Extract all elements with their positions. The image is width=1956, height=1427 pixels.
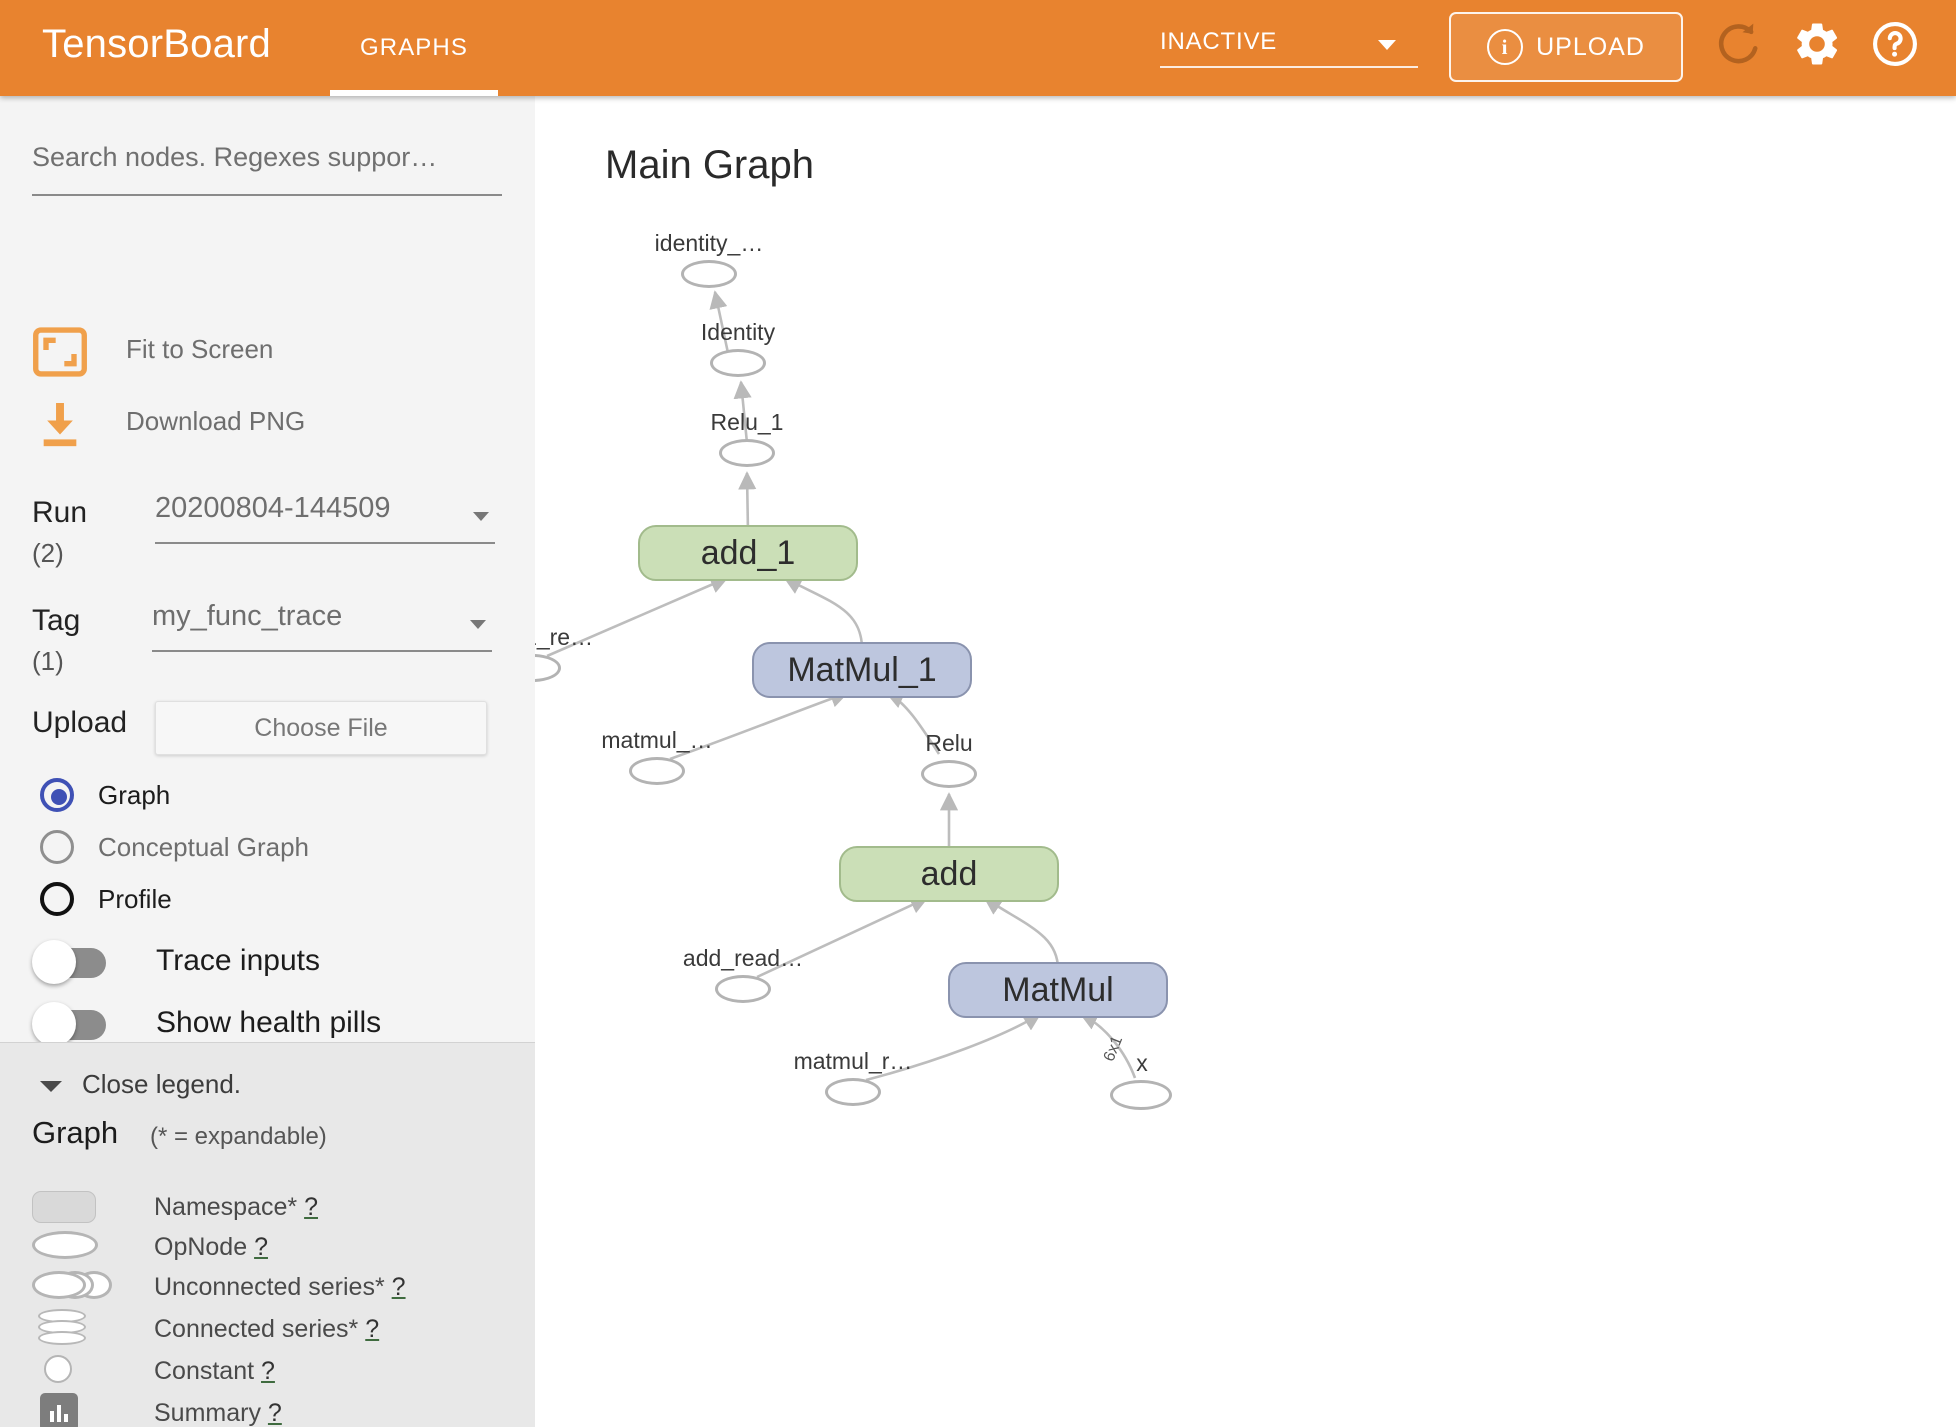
app-header: TensorBoard GRAPHS INACTIVE i UPLOAD <box>0 0 1956 96</box>
run-select[interactable]: 20200804-144509 <box>155 490 495 544</box>
toggle-trace-inputs-knob <box>32 940 76 984</box>
tag-select[interactable]: my_func_trace <box>152 598 492 652</box>
download-icon <box>43 403 77 447</box>
summary-swatch-icon <box>40 1393 78 1427</box>
connected-series-swatch-icon <box>38 1309 86 1347</box>
legend-label-summary: Summary <box>154 1399 261 1427</box>
tab-graphs[interactable]: GRAPHS <box>330 0 498 96</box>
run-count: (2) <box>32 538 64 568</box>
graph-node-label-matmul-read: matmul_r… <box>793 1048 913 1074</box>
help-link-namespace[interactable]: ? <box>304 1193 318 1221</box>
graph-node-label-x: x <box>1136 1050 1148 1076</box>
graph-node-identity-out[interactable] <box>681 260 737 288</box>
radio-profile-label: Profile <box>98 884 172 914</box>
legend-label-opnode: OpNode <box>154 1233 248 1261</box>
help-link-unconnected-series[interactable]: ? <box>391 1273 406 1301</box>
chevron-down-icon <box>1378 40 1396 50</box>
graph-node-relu[interactable] <box>921 760 977 788</box>
help-link-opnode[interactable]: ? <box>254 1233 268 1261</box>
graph-node-add-1-text: add_1 <box>700 533 796 572</box>
legend-panel: Close legend. Graph (* = expandable) Nam… <box>0 1042 535 1427</box>
inactive-runs-value: INACTIVE <box>1160 28 1278 55</box>
choose-file-label: Choose File <box>254 713 388 742</box>
graph-node-relu-1[interactable] <box>719 439 775 467</box>
chevron-down-icon <box>40 1081 62 1092</box>
graph-node-matmul-text: MatMul <box>1002 970 1114 1009</box>
gear-icon[interactable] <box>1791 18 1843 70</box>
graph-node-label-matmul-read-1: matmul_… <box>601 727 713 753</box>
graph-node-label-relu-1: Relu_1 <box>710 409 784 435</box>
opnode-swatch-icon <box>32 1231 98 1259</box>
graph-node-add-text: add <box>920 854 978 893</box>
help-link-summary[interactable]: ? <box>267 1399 282 1427</box>
radio-graph-label: Graph <box>98 780 171 810</box>
namespace-swatch-icon <box>32 1191 96 1223</box>
graph-node-identity[interactable] <box>710 349 766 377</box>
info-icon: i <box>1487 29 1524 65</box>
graph-node-matmul-read-1[interactable] <box>629 757 685 785</box>
nav-tabs: GRAPHS <box>330 0 498 96</box>
radio-graph-indicator <box>40 778 74 812</box>
graph-node-matmul-1[interactable]: MatMul_1 <box>752 642 972 698</box>
download-png-button[interactable]: Download PNG <box>32 398 305 450</box>
close-legend-label: Close legend. <box>82 1069 241 1099</box>
legend-title: Graph <box>32 1115 119 1150</box>
fit-to-screen-label: Fit to Screen <box>126 334 274 364</box>
legend-note: (* = expandable) <box>150 1123 327 1150</box>
radio-profile-indicator <box>40 882 74 916</box>
radio-conceptual-graph-indicator <box>40 830 74 864</box>
upload-label: Upload <box>32 706 128 739</box>
refresh-icon[interactable] <box>1713 18 1765 70</box>
help-icon[interactable] <box>1869 18 1921 70</box>
graph-canvas[interactable]: Main Graph ide <box>535 96 1956 1426</box>
unconnected-series-swatch-icon <box>32 1271 124 1299</box>
graph-node-label-add-read: add_read… <box>682 945 804 971</box>
graph-title: Main Graph <box>605 143 814 187</box>
graph-node-matmul[interactable]: MatMul <box>948 962 1168 1018</box>
fit-to-screen-icon <box>33 327 87 377</box>
graph-node-add-1[interactable]: add_1 <box>638 525 858 581</box>
legend-label-constant: Constant <box>154 1357 255 1385</box>
toggle-trace-inputs-label: Trace inputs <box>156 944 320 977</box>
inactive-runs-dropdown[interactable]: INACTIVE <box>1160 20 1418 72</box>
graph-edges <box>546 290 1137 1082</box>
toggle-show-health-pills-knob <box>32 1002 76 1046</box>
graph-node-add[interactable]: add <box>839 846 1059 902</box>
dropdown-underline <box>1160 66 1418 68</box>
tag-value: my_func_trace <box>152 600 343 632</box>
graph-node-label-relu: Relu <box>925 730 973 756</box>
graph-node-x[interactable] <box>1110 1080 1172 1110</box>
choose-file-button[interactable]: Choose File <box>155 701 487 755</box>
graph-node-add-read[interactable] <box>715 975 771 1003</box>
run-label: Run <box>32 496 88 529</box>
search-input[interactable]: Search nodes. Regexes suppor… <box>32 138 502 196</box>
toggle-show-health-pills-label: Show health pills <box>156 1006 382 1039</box>
chevron-down-icon <box>473 512 489 521</box>
fit-to-screen-button[interactable]: Fit to Screen <box>32 326 273 378</box>
graph-node-matmul-read[interactable] <box>825 1078 881 1106</box>
radio-conceptual-graph-label: Conceptual Graph <box>98 832 310 862</box>
legend-label-unconnected-series: Unconnected series* <box>154 1273 385 1301</box>
upload-button[interactable]: i UPLOAD <box>1449 12 1683 82</box>
search-placeholder: Search nodes. Regexes suppor… <box>32 142 438 172</box>
graph-node-label-add-1-read: add_1_re… <box>535 624 594 650</box>
graph-node-label-identity-out: identity_… <box>654 230 764 256</box>
help-link-connected-series[interactable]: ? <box>365 1315 380 1343</box>
help-link-constant[interactable]: ? <box>261 1357 275 1385</box>
download-png-label: Download PNG <box>126 406 306 436</box>
upload-button-label: UPLOAD <box>1536 32 1645 61</box>
legend-label-namespace: Namespace* <box>154 1193 298 1221</box>
legend-label-connected-series: Connected series* <box>154 1315 359 1343</box>
constant-swatch-icon <box>44 1355 72 1383</box>
tag-count: (1) <box>32 646 64 676</box>
graph-node-label-identity: Identity <box>700 319 776 345</box>
run-value: 20200804-144509 <box>155 492 391 524</box>
graph-node-matmul-1-text: MatMul_1 <box>787 650 937 689</box>
app-brand: TensorBoard <box>42 22 271 66</box>
tag-label: Tag <box>32 604 81 637</box>
chevron-down-icon <box>470 620 486 629</box>
